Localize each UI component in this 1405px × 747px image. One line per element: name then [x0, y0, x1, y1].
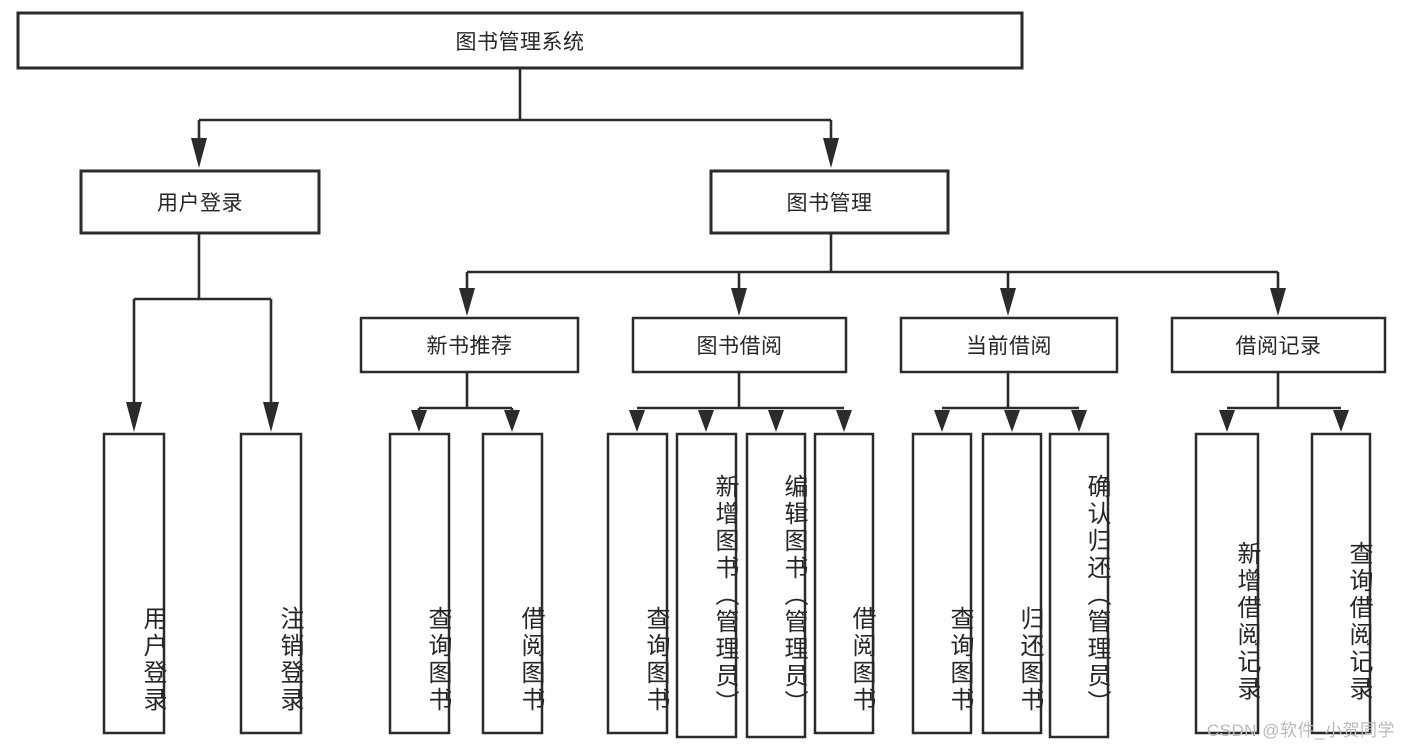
arrow-head-leaf-user-logout: [263, 402, 279, 432]
node-box-leaf-user-logout[interactable]: [239, 432, 303, 735]
arrow-head-leaf-add-borrow-record: [1219, 410, 1235, 432]
node-box-leaf-add-borrow-record[interactable]: [1194, 432, 1260, 735]
arrow-head-current-borrow: [1000, 288, 1016, 316]
node-box-leaf-edit-book-admin[interactable]: [745, 432, 807, 739]
arrow-head-leaf-add-book-admin: [698, 410, 714, 432]
arrow-head-leaf-query-book-1: [411, 410, 427, 432]
node-box-leaf-query-book-3[interactable]: [911, 432, 973, 735]
node-box-book-manage[interactable]: [709, 169, 950, 235]
connector-group-book-manage: [459, 233, 1286, 316]
node-box-leaf-borrow-book-2[interactable]: [813, 432, 875, 735]
arrow-head-leaf-confirm-return-admin: [1071, 410, 1087, 432]
arrow-head-leaf-user-login: [126, 402, 142, 432]
node-box-leaf-query-borrow-record[interactable]: [1310, 432, 1372, 735]
arrow-head-leaf-edit-book-admin: [768, 410, 784, 432]
node-box-leaf-query-book-2[interactable]: [606, 432, 669, 735]
connector-group-user-login: [126, 233, 279, 432]
arrow-head-book-borrow: [731, 288, 747, 316]
node-box-borrow-record[interactable]: [1170, 316, 1387, 374]
arrow-head-new-book-recommend: [459, 288, 475, 316]
node-box-book-borrow[interactable]: [631, 316, 848, 374]
arrow-head-leaf-borrow-book-2: [836, 410, 852, 432]
arrow-head-leaf-query-borrow-record: [1333, 410, 1349, 432]
arrow-head-leaf-query-book-2: [629, 410, 645, 432]
node-box-root[interactable]: [16, 11, 1024, 70]
connector-group-borrow-record: [1219, 372, 1349, 432]
node-box-current-borrow[interactable]: [899, 316, 1119, 374]
arrow-head-borrow-record: [1270, 288, 1286, 316]
node-box-new-book-recommend[interactable]: [359, 316, 580, 374]
arrow-head-leaf-borrow-book-1: [504, 410, 520, 432]
node-box-leaf-query-book-1[interactable]: [388, 432, 451, 735]
node-box-leaf-return-book[interactable]: [981, 432, 1043, 735]
node-box-user-login[interactable]: [79, 169, 321, 235]
node-box-leaf-borrow-book-1[interactable]: [481, 432, 544, 735]
arrow-head-leaf-query-book-3: [934, 410, 950, 432]
arrow-head-leaf-return-book: [1004, 410, 1020, 432]
connector-group-root: [191, 68, 839, 168]
arrow-head-book-manage: [823, 138, 839, 168]
connector-group-book-borrow: [629, 372, 852, 432]
connector-group-current-borrow: [934, 372, 1087, 432]
arrow-head-user-login: [191, 138, 207, 168]
node-box-leaf-confirm-return-admin[interactable]: [1048, 432, 1110, 739]
connector-group-new-book-recommend: [411, 372, 520, 432]
node-box-leaf-user-login[interactable]: [102, 432, 166, 735]
node-box-leaf-add-book-admin[interactable]: [675, 432, 738, 739]
